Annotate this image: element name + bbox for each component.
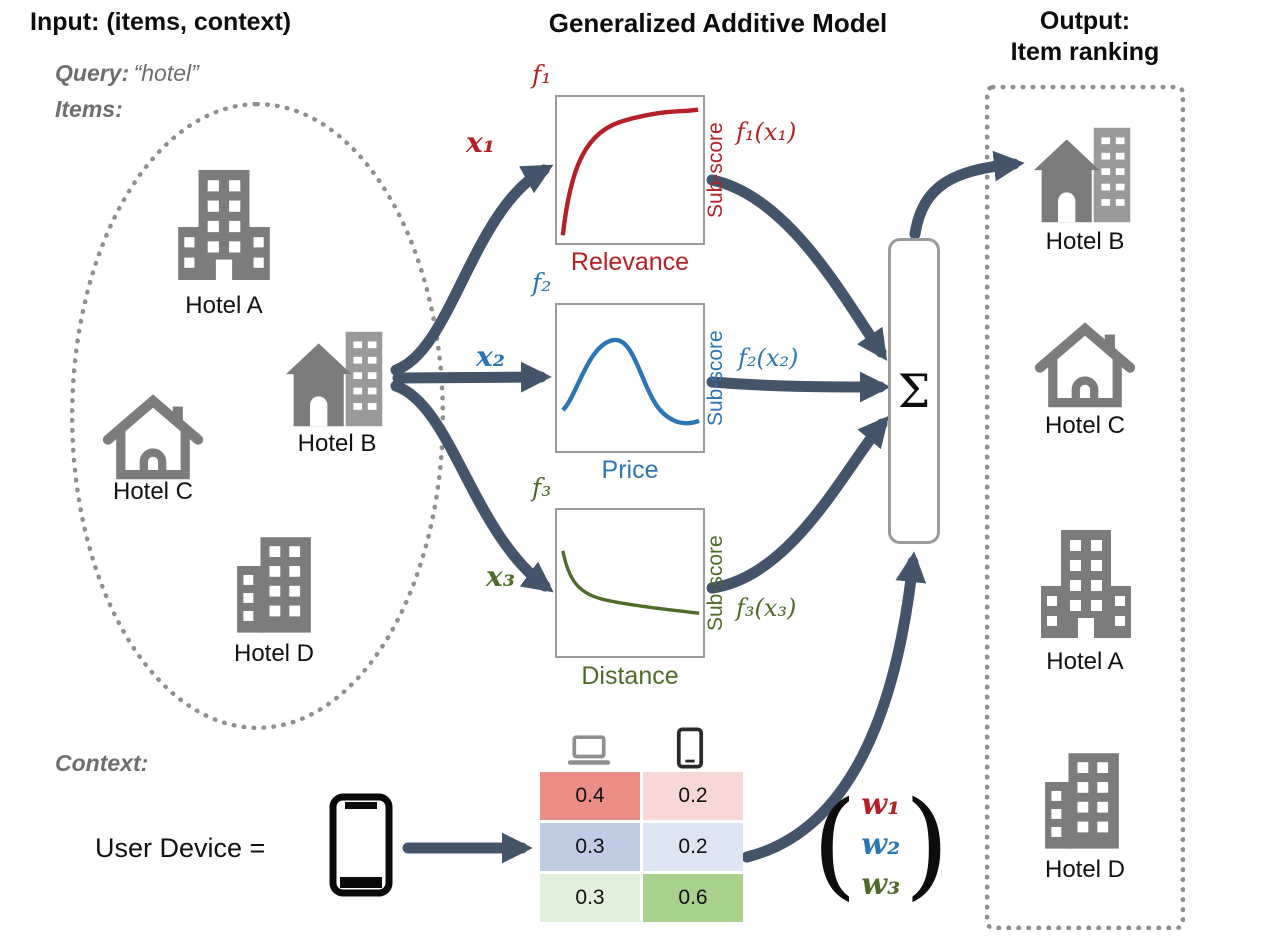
hotel-a-building-icon	[168, 162, 280, 288]
output-title-line1: Output:	[1039, 7, 1131, 35]
query-value: “hotel”	[133, 60, 199, 86]
output-section-title: Output: Item ranking	[975, 6, 1195, 69]
relevance-curve	[560, 107, 699, 236]
distance-caption: Distance	[581, 662, 679, 690]
sum-aggregator-box: Σ	[888, 238, 940, 544]
relevance-caption: Relevance	[570, 248, 690, 276]
price-curve	[561, 337, 700, 426]
rank3-label: Hotel A	[1046, 648, 1124, 675]
weight-vector: ( w₁ w₂ w₃ )	[812, 770, 950, 920]
context-weights-table: 0.4 0.2 0.3 0.2 0.3 0.6	[540, 772, 743, 922]
price-input-label: x₂	[476, 340, 505, 373]
arrow-price-to-sigma	[706, 371, 891, 403]
hotel-d-label: Hotel D	[233, 640, 315, 667]
rank1-label: Hotel B	[1045, 228, 1125, 255]
rank4-hotel-d-icon	[1032, 746, 1132, 854]
price-output-label: f₂(x₂)	[738, 344, 799, 372]
weight-cell: 0.3	[540, 874, 640, 922]
rank2-label: Hotel C	[1044, 412, 1126, 439]
items-label: Items:	[55, 96, 123, 122]
weight-cell: 0.4	[540, 772, 640, 820]
model-section-title: Generalized Additive Model	[548, 8, 888, 38]
hotel-d-building-icon	[224, 530, 324, 638]
user-device-phone-icon	[328, 793, 394, 897]
relevance-yaxis-label: Sub-score	[704, 122, 727, 218]
price-plot	[555, 303, 705, 453]
laptop-icon	[566, 734, 612, 768]
ranking-box	[985, 85, 1185, 930]
w2-label: w₂	[861, 827, 901, 862]
rank3-hotel-a-icon	[1030, 524, 1142, 644]
input-section-title: Input: (items, context)	[30, 8, 292, 36]
weight-cell: 0.2	[643, 823, 743, 871]
rank2-hotel-c-icon	[1032, 318, 1138, 410]
hotel-c-house-icon	[100, 390, 206, 482]
context-label: Context:	[55, 750, 149, 776]
user-device-label: User Device =	[95, 833, 266, 863]
relevance-fn-label: f₁	[532, 60, 552, 89]
relevance-input-label: x₁	[466, 126, 495, 159]
price-caption: Price	[601, 456, 659, 484]
relevance-output-label: f₁(x₁)	[736, 118, 797, 146]
arrow-relevance-to-sigma	[706, 174, 888, 361]
price-yaxis-label: Sub-score	[704, 330, 727, 426]
weight-vector-entries: w₁ w₂ w₃	[857, 785, 904, 905]
query-row: Query: “hotel”	[55, 60, 199, 87]
phone-icon	[676, 726, 704, 770]
distance-curve	[561, 550, 700, 615]
arrow-distance-to-sigma	[706, 415, 889, 594]
output-title-line2: Item ranking	[1010, 38, 1160, 67]
query-label: Query:	[55, 60, 130, 86]
weight-cell: 0.6	[643, 874, 743, 922]
price-fn-label: f₂	[532, 268, 552, 297]
hotel-c-label: Hotel C	[112, 478, 194, 505]
w1-label: w₁	[861, 787, 901, 822]
hotel-a-label: Hotel A	[185, 292, 263, 319]
hotel-b-label: Hotel B	[297, 430, 377, 457]
sigma-symbol: Σ	[897, 364, 931, 418]
distance-plot	[555, 508, 705, 658]
right-paren: )	[904, 777, 950, 912]
weight-cell: 0.3	[540, 823, 640, 871]
rank4-label: Hotel D	[1044, 856, 1126, 883]
rank1-hotel-b-icon	[1032, 122, 1138, 228]
weight-cell: 0.2	[643, 772, 743, 820]
w3-label: w₃	[861, 867, 901, 902]
distance-input-label: x₃	[486, 560, 515, 593]
relevance-plot	[555, 95, 705, 245]
distance-output-label: f₃(x₃)	[736, 594, 797, 622]
distance-yaxis-label: Sub-score	[704, 535, 727, 631]
hotel-b-house-building-icon	[284, 326, 390, 432]
left-paren: (	[812, 777, 858, 912]
distance-fn-label: f₃	[532, 473, 552, 502]
